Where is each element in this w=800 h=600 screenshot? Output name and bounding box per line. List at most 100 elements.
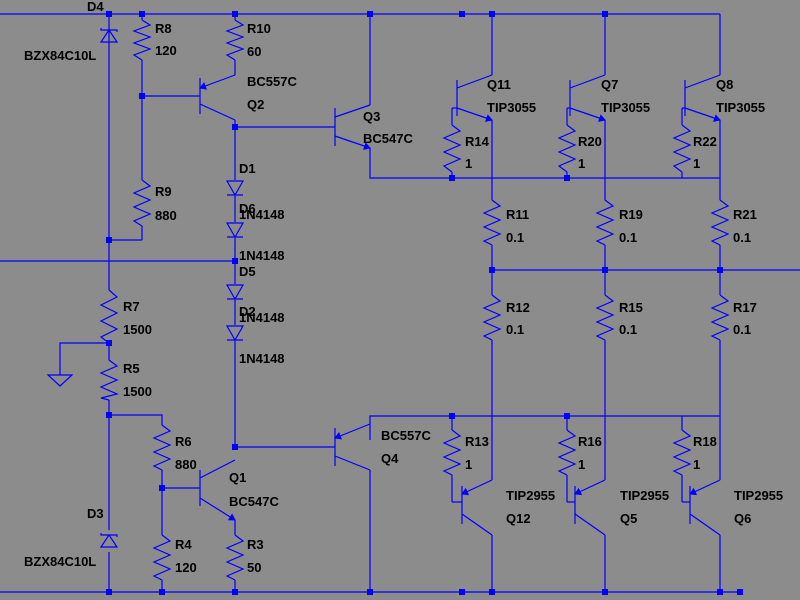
label-q5-ref: Q5 xyxy=(620,511,637,526)
label-r3-ref: R3 xyxy=(247,537,264,552)
label-q1-value: BC547C xyxy=(229,494,279,509)
label-r19-ref: R19 xyxy=(619,207,643,222)
resistor-r4 xyxy=(152,534,172,581)
ground-symbol xyxy=(46,374,74,387)
transistor-q2 xyxy=(199,74,236,121)
label-r10-ref: R10 xyxy=(247,21,271,36)
label-q12-value: TIP2955 xyxy=(506,488,555,503)
label-r9-value: 880 xyxy=(155,208,177,223)
label-q7-value: TIP3055 xyxy=(601,100,650,115)
resistor-r22 xyxy=(672,124,692,173)
label-q7-ref: Q7 xyxy=(601,77,618,92)
label-d5-value: 1N4148 xyxy=(239,310,285,325)
label-r5-value: 1500 xyxy=(123,384,152,399)
label-r12-value: 0.1 xyxy=(506,322,524,337)
label-q12-ref: Q12 xyxy=(506,511,531,526)
label-r20-ref: R20 xyxy=(578,134,602,149)
label-r17-value: 0.1 xyxy=(733,322,751,337)
label-d6-value: 1N4148 xyxy=(239,248,285,263)
transistor-q7 xyxy=(567,74,606,122)
label-q3-value: BC547C xyxy=(363,131,413,146)
transistor-q1 xyxy=(199,459,236,521)
zener-d3 xyxy=(99,533,119,548)
transistor-q3 xyxy=(334,104,371,150)
label-r6-ref: R6 xyxy=(175,434,192,449)
label-r21-ref: R21 xyxy=(733,207,757,222)
label-r18-ref: R18 xyxy=(693,434,717,449)
label-r19-value: 0.1 xyxy=(619,230,637,245)
label-r9-ref: R9 xyxy=(155,184,172,199)
label-r13-value: 1 xyxy=(465,457,472,472)
resistor-r5 xyxy=(99,359,119,401)
label-r7-ref: R7 xyxy=(123,299,140,314)
diodes xyxy=(99,28,245,548)
resistor-r17 xyxy=(710,294,730,341)
diode-d2 xyxy=(225,325,245,342)
resistor-r6 xyxy=(152,424,172,471)
diode-d6 xyxy=(225,222,245,239)
resistor-r11 xyxy=(482,199,502,246)
label-q4-value: BC557C xyxy=(381,428,431,443)
label-r14-value: 1 xyxy=(465,156,472,171)
label-r20-value: 1 xyxy=(578,156,585,171)
junction-dots xyxy=(106,11,743,595)
label-r3-value: 50 xyxy=(247,560,261,575)
label-q2-value: BC557C xyxy=(247,74,297,89)
label-q5-value: TIP2955 xyxy=(620,488,669,503)
label-q8-value: TIP3055 xyxy=(716,100,765,115)
transistor-q4 xyxy=(334,423,371,471)
resistor-r14 xyxy=(442,124,462,173)
label-d2-value: 1N4148 xyxy=(239,351,285,366)
resistor-r20 xyxy=(557,124,577,173)
resistor-r19 xyxy=(595,199,615,246)
label-r4-value: 120 xyxy=(175,560,197,575)
label-r16-value: 1 xyxy=(578,457,585,472)
diode-d1 xyxy=(225,180,245,197)
resistor-r13 xyxy=(442,429,462,476)
label-r21-value: 0.1 xyxy=(733,230,751,245)
transistors xyxy=(199,74,721,536)
resistor-r12 xyxy=(482,294,502,341)
label-d5-ref: D5 xyxy=(239,264,256,279)
label-r15-ref: R15 xyxy=(619,300,643,315)
label-r16-ref: R16 xyxy=(578,434,602,449)
label-d4-value: BZX84C10L xyxy=(24,48,96,63)
resistor-r18 xyxy=(672,429,692,476)
label-r17-ref: R17 xyxy=(733,300,757,315)
label-q6-ref: Q6 xyxy=(734,511,751,526)
q4-emitter xyxy=(369,415,720,440)
label-q4-ref: Q4 xyxy=(381,451,399,466)
resistor-r9 xyxy=(132,179,152,227)
label-r14-ref: R14 xyxy=(465,134,490,149)
transistor-q12 xyxy=(452,479,493,536)
ground-tap xyxy=(59,342,109,375)
label-d6-ref: D6 xyxy=(239,201,256,216)
label-r12-ref: R12 xyxy=(506,300,530,315)
transistor-q8 xyxy=(682,74,721,122)
label-r11-ref: R11 xyxy=(506,207,529,222)
transistor-q5 xyxy=(567,479,606,536)
label-r22-ref: R22 xyxy=(693,134,717,149)
label-d4-ref: D4 xyxy=(87,0,104,14)
label-r15-value: 0.1 xyxy=(619,322,637,337)
resistor-r8 xyxy=(132,19,152,61)
diode-d5 xyxy=(225,284,245,301)
label-r8-ref: R8 xyxy=(155,21,172,36)
q1-base xyxy=(161,470,200,489)
wires xyxy=(0,13,800,593)
label-d1-value: 1N4148 xyxy=(239,207,285,222)
label-q1-ref: Q1 xyxy=(229,470,246,485)
label-r6-value: 880 xyxy=(175,457,197,472)
label-r10-value: 60 xyxy=(247,44,261,59)
zener-d4 xyxy=(99,28,119,43)
resistor-r16 xyxy=(557,429,577,476)
label-r7-value: 1500 xyxy=(123,322,152,337)
resistors xyxy=(99,19,730,581)
resistor-r15 xyxy=(595,294,615,341)
label-q6-value: TIP2955 xyxy=(734,488,783,503)
label-q11-ref: Q11 xyxy=(487,77,511,92)
q3-emitter xyxy=(369,148,720,179)
label-q3-ref: Q3 xyxy=(363,109,380,124)
resistor-r10 xyxy=(225,19,245,61)
